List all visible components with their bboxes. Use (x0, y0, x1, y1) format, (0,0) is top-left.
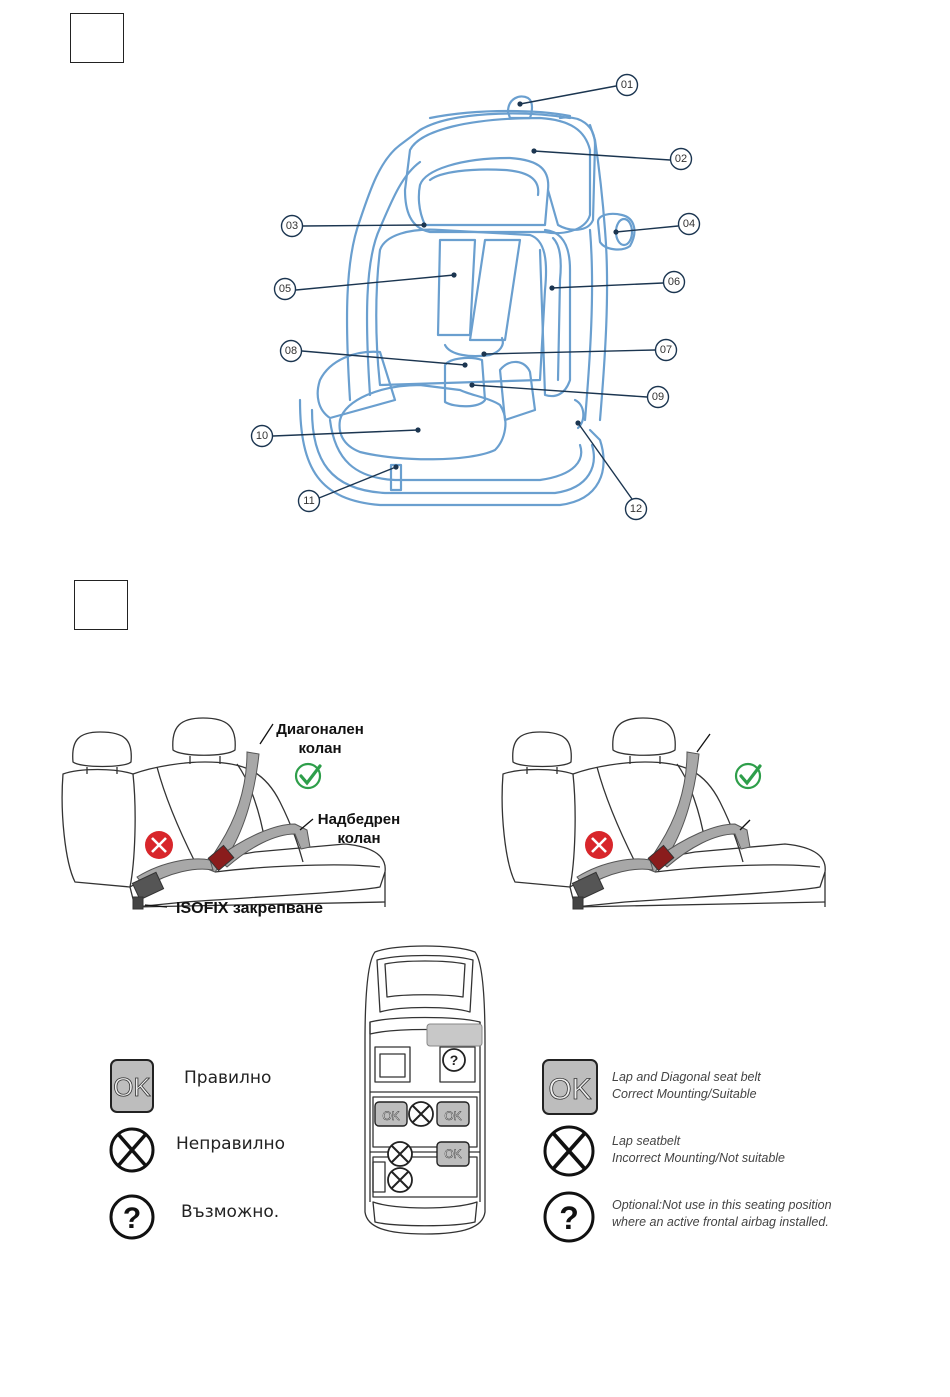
seat-ok-row3-right (436, 1141, 470, 1167)
car-top-view: ? OK OK OK (364, 945, 486, 1235)
seat-ok-row2-left (374, 1101, 408, 1127)
seat-base (298, 398, 605, 507)
legend-ok-icon-bg: OK (110, 1059, 154, 1113)
callout-12-label: 12 (630, 503, 642, 515)
callout-06 (662, 270, 686, 294)
correct-icon (294, 762, 322, 790)
legend-ok-text-bg: Правилно (184, 1068, 272, 1088)
diagonal-belt-label: Диагонален колан (276, 721, 364, 757)
svg-text:?: ? (123, 1202, 141, 1235)
car-body (364, 945, 486, 1235)
vehicle-seat-left (61, 717, 386, 910)
callout-02 (669, 147, 693, 171)
seat-cushion (338, 383, 507, 461)
adjust-knob (596, 212, 636, 251)
buckle (443, 356, 487, 408)
svg-text:OK: OK (548, 1073, 591, 1106)
legend-ok-line2: Correct Mounting/Suitable (612, 1087, 757, 1101)
legend-ok-text-en: Lap and Diagonal seat belt Correct Mount… (612, 1069, 761, 1103)
callout-08 (279, 339, 303, 363)
callout-11 (297, 489, 321, 513)
isofix-label: ISOFIX закрепване (176, 900, 323, 917)
legend-possible-text-bg: Възможно. (181, 1202, 280, 1222)
seat-question-front (442, 1048, 466, 1072)
callout-03 (280, 214, 304, 238)
callout-01 (615, 73, 639, 97)
callout-06-label: 06 (668, 276, 680, 288)
seat-question-front-label: ? (450, 1052, 459, 1068)
legend-optional-icon-en: ? (543, 1191, 595, 1243)
legend-possible-icon-bg: ? (109, 1194, 155, 1240)
lap-belt-label: Надбедрен колан (317, 811, 401, 847)
callout-09-label: 09 (652, 391, 664, 403)
harness-left (436, 238, 477, 337)
vehicle-seat-right (501, 717, 826, 910)
legend-incorrect-text-en: Lap seatbelt Incorrect Mounting/Not suit… (612, 1133, 785, 1167)
legend-optional-line2: where an active frontal airbag installed… (612, 1215, 829, 1229)
callout-05 (273, 277, 297, 301)
legend-optional-line1: Optional:Not use in this seating positio… (612, 1198, 832, 1212)
callout-04 (677, 212, 701, 236)
svg-text:OK: OK (113, 1072, 151, 1102)
callout-07 (654, 338, 678, 362)
lap-belt (216, 823, 311, 868)
callout-02-label: 02 (675, 153, 687, 165)
car-seat-diagram: 01 02 03 04 05 06 07 08 09 10 11 12 (250, 73, 701, 521)
legend-incorrect-icon-bg (109, 1127, 155, 1173)
figure-b-box (74, 580, 128, 630)
callout-04-label: 04 (683, 218, 695, 230)
legend-incorrect-text-bg: Неправилно (176, 1134, 286, 1154)
legend-incorrect-line1: Lap seatbelt (612, 1134, 681, 1148)
callout-12 (624, 497, 648, 521)
svg-text:?: ? (559, 1200, 579, 1236)
callout-05-label: 05 (279, 283, 291, 295)
callout-10-label: 10 (256, 430, 268, 442)
adjust-handle (506, 95, 534, 120)
legend-optional-text-en: Optional:Not use in this seating positio… (612, 1197, 832, 1231)
seat-ok-row2-right (436, 1101, 470, 1127)
figure-a-box (70, 13, 124, 63)
callout-01-label: 01 (621, 79, 633, 91)
callout-10 (250, 424, 274, 448)
callout-07-label: 07 (660, 344, 672, 356)
correct-icon-right (734, 762, 762, 790)
callout-03-label: 03 (286, 220, 298, 232)
callout-11-label: 11 (303, 495, 314, 507)
legend-ok-line1: Lap and Diagonal seat belt (612, 1070, 761, 1084)
seat-shell (345, 112, 572, 402)
callout-08-label: 08 (285, 345, 297, 357)
headrest (403, 116, 592, 235)
legend-ok-icon-en: OK (542, 1059, 598, 1115)
legend-incorrect-icon-en (543, 1125, 595, 1177)
seat-ok-row2-right-label: OK (444, 1109, 461, 1123)
seat-ok-row3-right-label: OK (444, 1147, 461, 1161)
legend-incorrect-line2: Incorrect Mounting/Not suitable (612, 1151, 786, 1165)
callout-09 (646, 385, 670, 409)
seat-ok-row2-left-label: OK (382, 1109, 399, 1123)
